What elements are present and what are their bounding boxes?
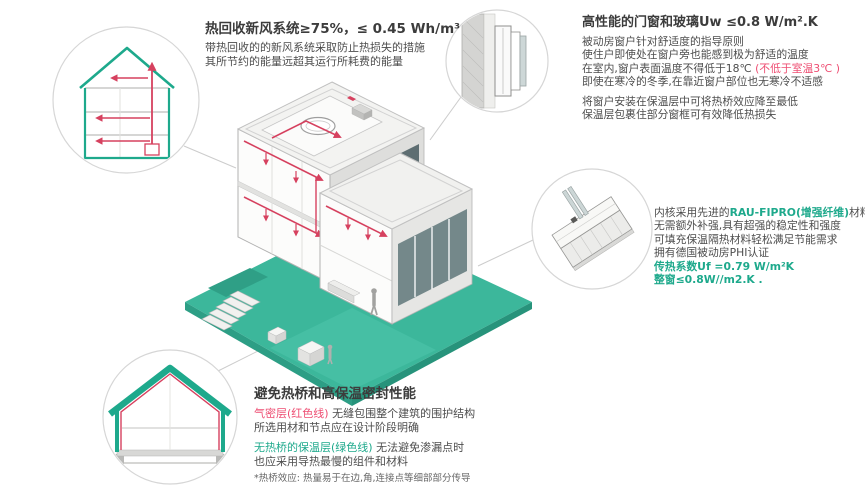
sash bbox=[510, 31, 521, 91]
isometric-house-illustration bbox=[236, 81, 474, 365]
thermal-section: 避免热桥和高保温密封性能 气密层(红色线) 无缝包围整个建筑的围护结构 所选用材… bbox=[254, 382, 475, 485]
heat-recovery-section: 热回收新风系统≥75%，≤ 0.45 Wh/m³ 带热回收的的新风系统采取防止热… bbox=[205, 17, 460, 69]
profile-line: 无需额外补强,具有超强的稳定性和强度 bbox=[654, 219, 841, 233]
glazing bbox=[519, 35, 527, 87]
rooftop-unit bbox=[351, 103, 373, 121]
planter-boxes bbox=[267, 326, 325, 367]
ventilation-lines bbox=[95, 61, 157, 150]
connector-lines bbox=[183, 96, 534, 372]
hrv-unit bbox=[144, 143, 160, 156]
window-installation-section bbox=[461, 13, 527, 109]
heat-recovery-line: 其所节约的能量远超其运行所耗费的能量 bbox=[205, 55, 403, 68]
uf-value: 传热系数Uf =0.79 W/m²K bbox=[654, 259, 795, 273]
windows-line: 保温层包裹住部分窗框可有效降低热损失 bbox=[582, 108, 777, 122]
windows-line: 使住户即使处在窗户旁也能感到极为舒适的温度 bbox=[582, 48, 809, 62]
thermal-footnote: *热桥效应: 热量易于在边,角,连接点等细部部分传导 bbox=[254, 473, 471, 484]
door-mullions bbox=[414, 219, 450, 297]
windows-title: 高性能的门窗和玻璃Uw ≤0.8 W/m².K bbox=[582, 15, 818, 30]
windows-line: 在室内,窗户表面温度不得低于18℃ (不低于室温3℃ ) bbox=[582, 61, 840, 75]
heat-recovery-detail-circle bbox=[52, 26, 200, 174]
window-frame-profile bbox=[551, 186, 635, 271]
windows-line: 即使在寒冷的冬季,在靠近窗户部位也无寒冷不适感 bbox=[582, 75, 823, 89]
thermal-title: 避免热桥和高保温密封性能 bbox=[254, 386, 416, 402]
thermal-line: 气密层(红色线) 无缝包围整个建筑的围护结构 bbox=[254, 407, 476, 420]
person-figure-lawn bbox=[327, 344, 333, 365]
heat-recovery-title: 热回收新风系统≥75%，≤ 0.45 Wh/m³ bbox=[205, 21, 461, 37]
roof-duct bbox=[271, 120, 342, 139]
gasket bbox=[570, 216, 578, 224]
rau-fipro-label: RAU-FIPRO(增强纤维) bbox=[729, 206, 850, 219]
thermal-line: 所选用材和节点应在设计阶段明确 bbox=[254, 421, 419, 434]
glazing-pane bbox=[561, 189, 584, 220]
stairs bbox=[201, 290, 261, 331]
profile-section: 内核采用先进的RAU-FIPRO(增强纤维)材料 无需额外补强,具有超强的稳定性… bbox=[654, 206, 865, 286]
airtight-layer-red bbox=[120, 373, 220, 450]
roof-vent-red bbox=[347, 96, 356, 101]
profile-line: 内核采用先进的RAU-FIPRO(增强纤维)材料 bbox=[654, 206, 865, 219]
insulation-detail-circle bbox=[102, 349, 238, 485]
insulation-layer bbox=[483, 13, 496, 109]
thermal-line: 也应采用导热最慢的组件和材料 bbox=[254, 455, 408, 468]
connector-line bbox=[183, 145, 237, 169]
connector-line bbox=[217, 349, 261, 372]
window-profile-detail-circle bbox=[531, 168, 653, 290]
glazing-pane bbox=[567, 186, 589, 216]
house-cross-section-ventilation bbox=[79, 46, 175, 160]
interior-partitions bbox=[271, 146, 303, 269]
wall-outline bbox=[83, 88, 171, 160]
indoor-temp-note: (不低于室温3℃ ) bbox=[755, 61, 840, 75]
insulation-layer-label: 无热桥的保温层(绿色线) bbox=[254, 441, 373, 454]
uw-value: 整窗≤0.8W//m2.K . bbox=[654, 273, 763, 287]
roof-lower-parapet bbox=[328, 159, 464, 223]
roof-parapet bbox=[244, 88, 418, 169]
person-figure bbox=[370, 288, 378, 316]
ventilation-ducts-lower bbox=[325, 205, 388, 241]
windows-section: 高性能的门窗和玻璃Uw ≤0.8 W/m².K 被动房窗户针对舒适度的指导原则 … bbox=[582, 11, 840, 121]
connector-line bbox=[429, 96, 462, 141]
window-install-detail-circle bbox=[445, 9, 549, 113]
windows-line: 被动房窗户针对舒适度的指导原则 bbox=[582, 35, 744, 48]
floor-slab bbox=[116, 449, 224, 457]
roof-lower bbox=[318, 152, 474, 230]
heat-recovery-line: 带热回收的的新风系统采取防止热损失的措施 bbox=[205, 41, 425, 54]
roof-outline bbox=[79, 46, 175, 89]
profile-line: 拥有德国被动房PHI认证 bbox=[654, 246, 769, 260]
connector-line bbox=[477, 239, 534, 267]
insulation-layer-green bbox=[108, 364, 232, 417]
profile-line: 可填充保温隔热材料轻松满足节能需求 bbox=[654, 232, 838, 246]
thermal-line: 无热桥的保温层(绿色线) 无法避免渗漏点时 bbox=[254, 441, 465, 454]
garden-wall bbox=[208, 268, 268, 297]
windows-line: 将窗户安装在保温层中可将热桥效应降至最低 bbox=[582, 94, 798, 108]
airtight-layer-label: 气密层(红色线) bbox=[254, 407, 329, 420]
ventilation-ducts bbox=[243, 140, 324, 237]
